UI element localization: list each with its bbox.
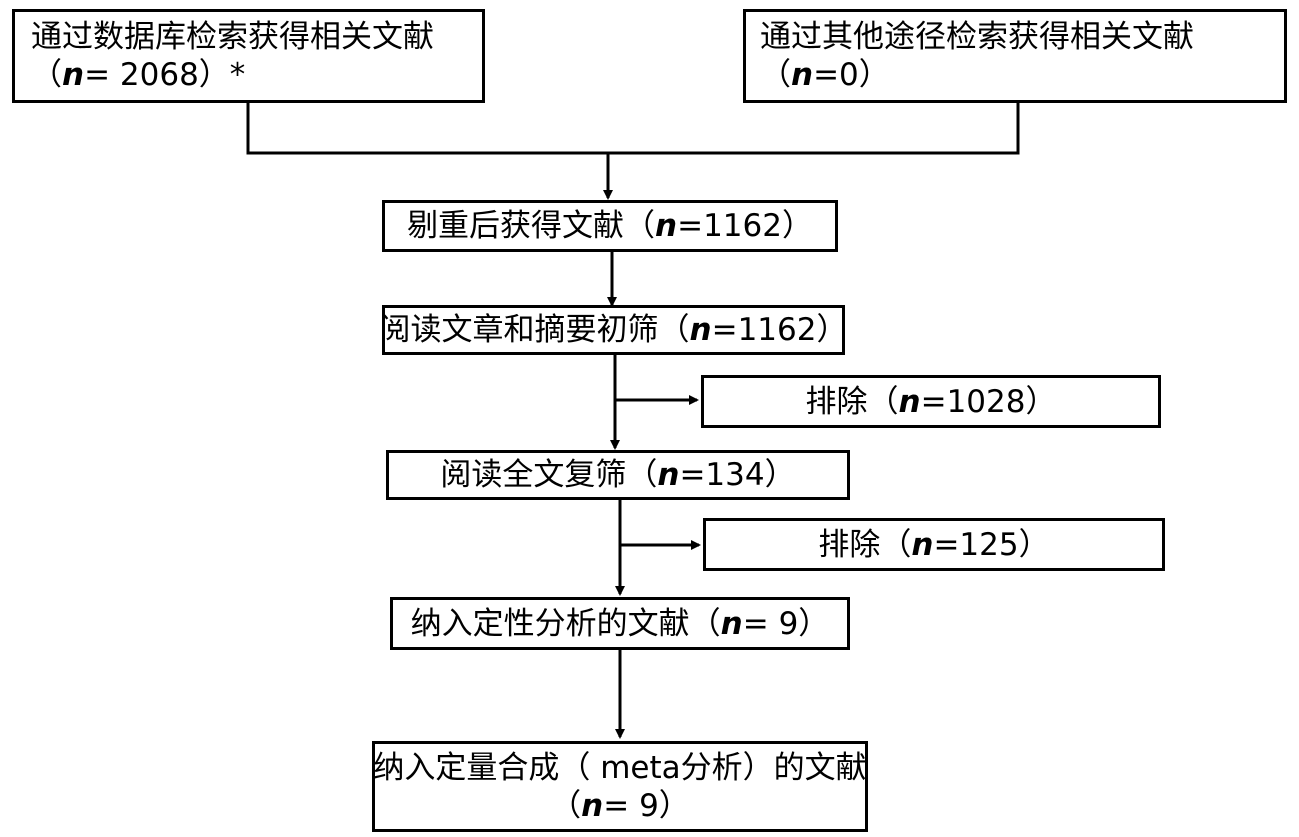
excluded-2-box: 排除（n=125）: [703, 518, 1165, 571]
database-search-box: 通过数据库检索获得相关文献 （n= 2068）*: [12, 9, 485, 103]
excluded-2-label: 排除（n=125）: [818, 526, 1050, 563]
excluded-1-box: 排除（n=1028）: [701, 375, 1161, 428]
other-search-box: 通过其他途径检索获得相关文献 （n=0）: [743, 9, 1287, 103]
abstract-screen-label: 阅读文章和摘要初筛（n=1162）: [379, 312, 848, 348]
database-search-title: 通过数据库检索获得相关文献: [31, 19, 434, 55]
excluded-1-label: 排除（n=1028）: [805, 383, 1057, 420]
database-search-count: （n= 2068）*: [31, 57, 246, 93]
fulltext-screen-box: 阅读全文复筛（n=134）: [386, 450, 850, 500]
quantitative-count: （n= 9）: [550, 787, 690, 824]
fulltext-screen-label: 阅读全文复筛（n=134）: [440, 457, 796, 493]
dedup-box: 剔重后获得文献（n=1162）: [382, 200, 838, 252]
abstract-screen-box: 阅读文章和摘要初筛（n=1162）: [379, 305, 848, 355]
other-search-title: 通过其他途径检索获得相关文献: [760, 19, 1194, 55]
quantitative-title: 纳入定量合成（ meta分析）的文献: [373, 749, 867, 786]
qualitative-box: 纳入定性分析的文献（n= 9）: [390, 597, 850, 650]
dedup-label: 剔重后获得文献（n=1162）: [407, 208, 813, 244]
merge-line: [246, 103, 1020, 155]
quantitative-box: 纳入定量合成（ meta分析）的文献 （n= 9）: [372, 741, 868, 832]
other-search-count: （n=0）: [760, 57, 890, 93]
qualitative-label: 纳入定性分析的文献（n= 9）: [410, 605, 830, 642]
